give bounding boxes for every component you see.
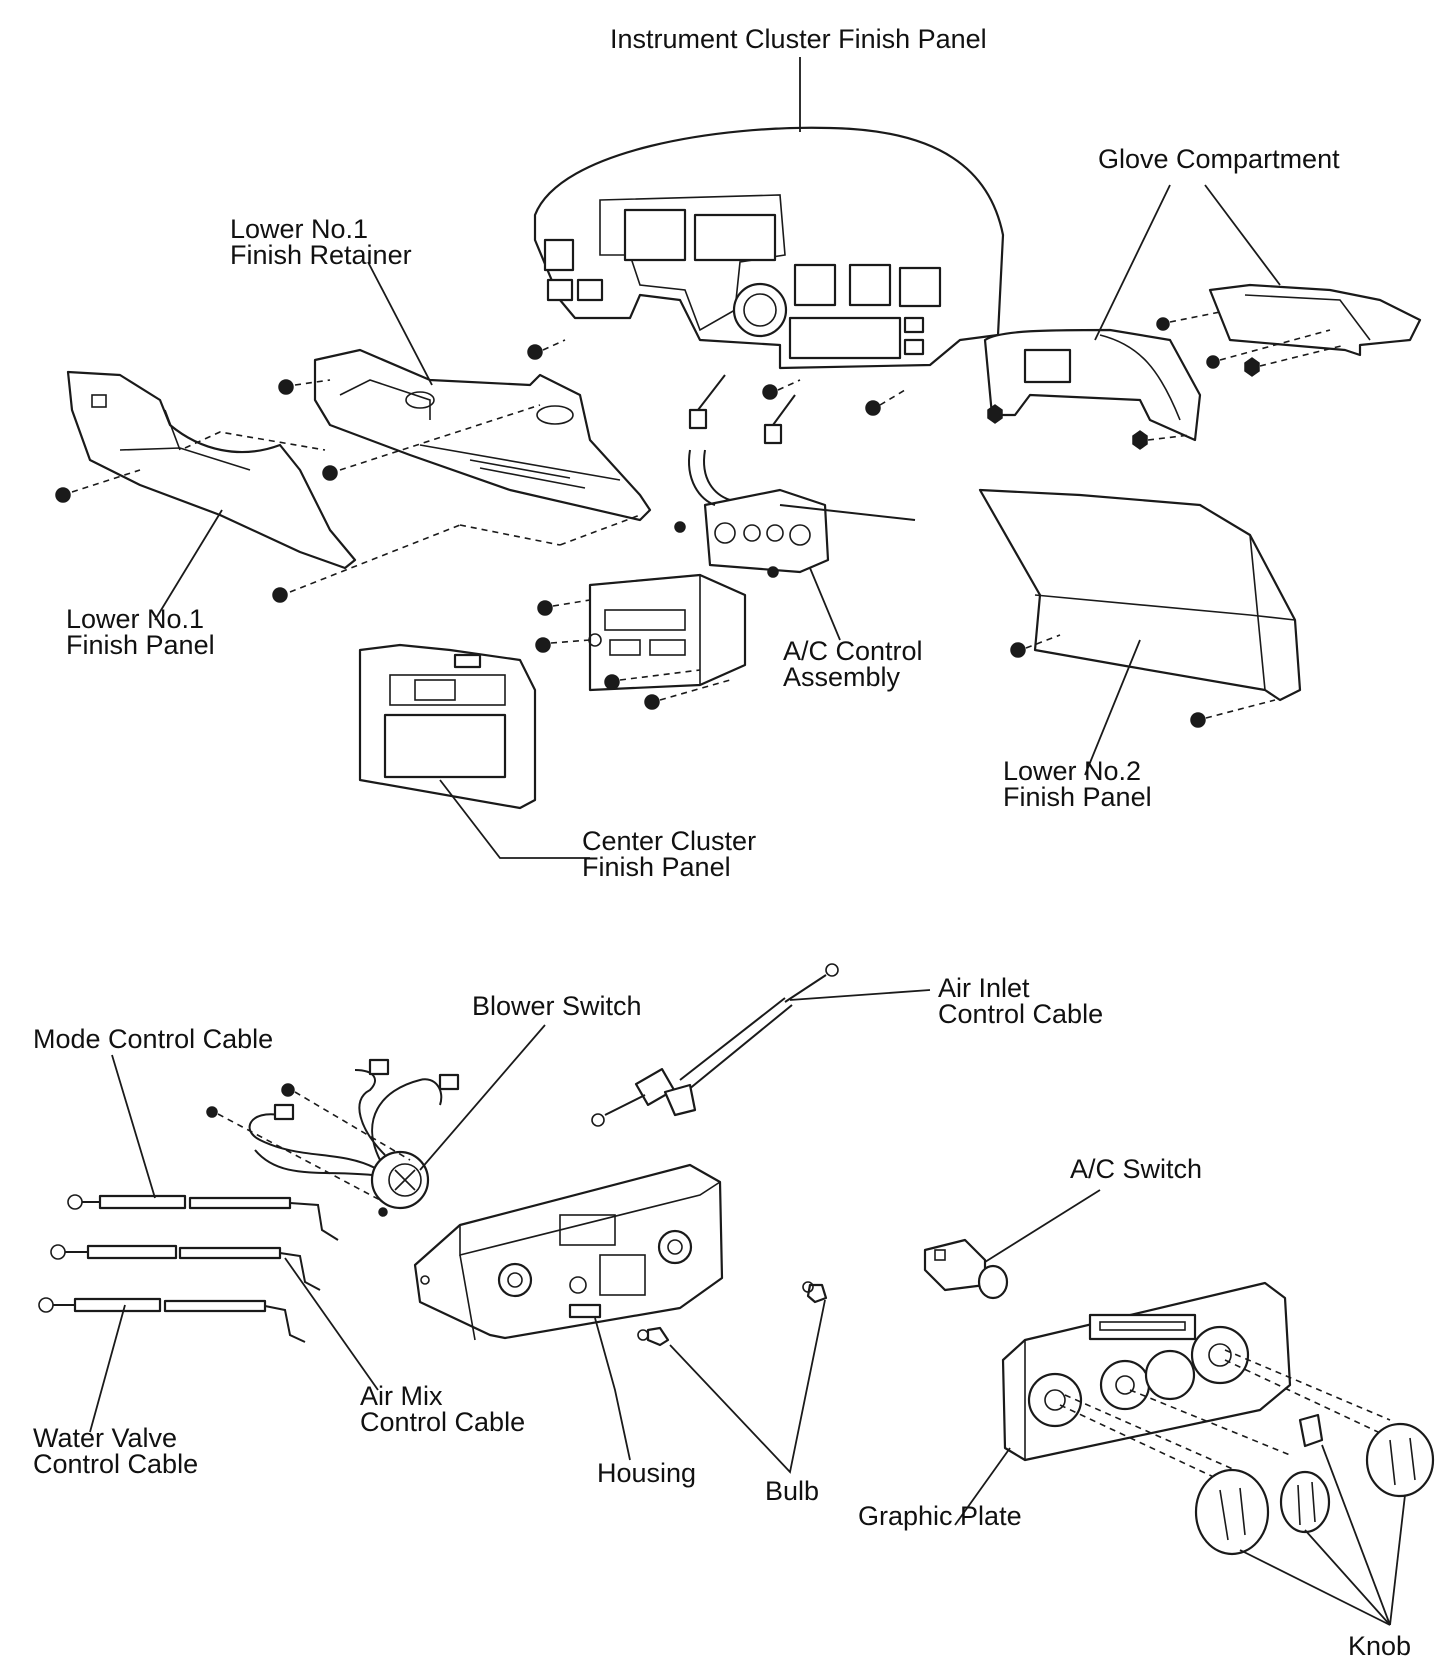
label-mode-control-cable: Mode Control Cable	[33, 1024, 273, 1054]
ac-switch	[923, 1189, 1101, 1300]
label-instrument-cluster-finish-panel: Instrument Cluster Finish Panel	[610, 24, 987, 54]
air-inlet-control-cable	[591, 963, 931, 1127]
label-center-cluster-finish-panel: Center Cluster Finish Panel	[582, 826, 764, 882]
lower-no2-finish-panel	[978, 488, 1302, 776]
label-lower-no2-finish-panel: Lower No.2 Finish Panel	[1003, 756, 1152, 812]
ac-control-assembly	[674, 449, 916, 641]
mode-control-cable	[67, 1054, 339, 1241]
water-valve-control-cable	[38, 1297, 306, 1433]
label-ac-control-assembly: A/C Control Assembly	[783, 636, 930, 692]
housing	[413, 1163, 724, 1461]
instrument-cluster-finish-panel	[533, 57, 1005, 370]
label-knob: Knob	[1348, 1631, 1411, 1661]
lower-no1-finish-retainer	[278, 261, 652, 522]
label-bulb: Bulb	[765, 1476, 819, 1506]
knobs	[1194, 1413, 1435, 1626]
glove-compartment	[983, 184, 1422, 450]
center-cluster-finish-panel	[358, 643, 590, 859]
bulbs	[637, 1281, 828, 1474]
label-water-valve-control-cable: Water Valve Control Cable	[33, 1423, 198, 1479]
center-fasteners	[527, 339, 906, 445]
label-glove-compartment: Glove Compartment	[1098, 144, 1340, 174]
label-blower-switch: Blower Switch	[472, 991, 642, 1021]
air-mix-control-cable	[50, 1244, 379, 1391]
label-air-mix-control-cable: Air Mix Control Cable	[360, 1381, 525, 1437]
label-lower-no1-finish-panel: Lower No.1 Finish Panel	[66, 604, 215, 660]
graphic-plate	[954, 1281, 1396, 1526]
label-housing: Housing	[597, 1458, 696, 1488]
label-air-inlet-control-cable: Air Inlet Control Cable	[938, 973, 1103, 1029]
label-lower-no1-finish-retainer: Lower No.1 Finish Retainer	[230, 214, 412, 270]
audio-unit	[535, 573, 747, 710]
label-graphic-plate: Graphic Plate	[858, 1501, 1022, 1531]
blower-switch	[206, 1024, 546, 1217]
label-ac-switch: A/C Switch	[1070, 1154, 1202, 1184]
lower-no1-finish-panel	[55, 370, 641, 621]
